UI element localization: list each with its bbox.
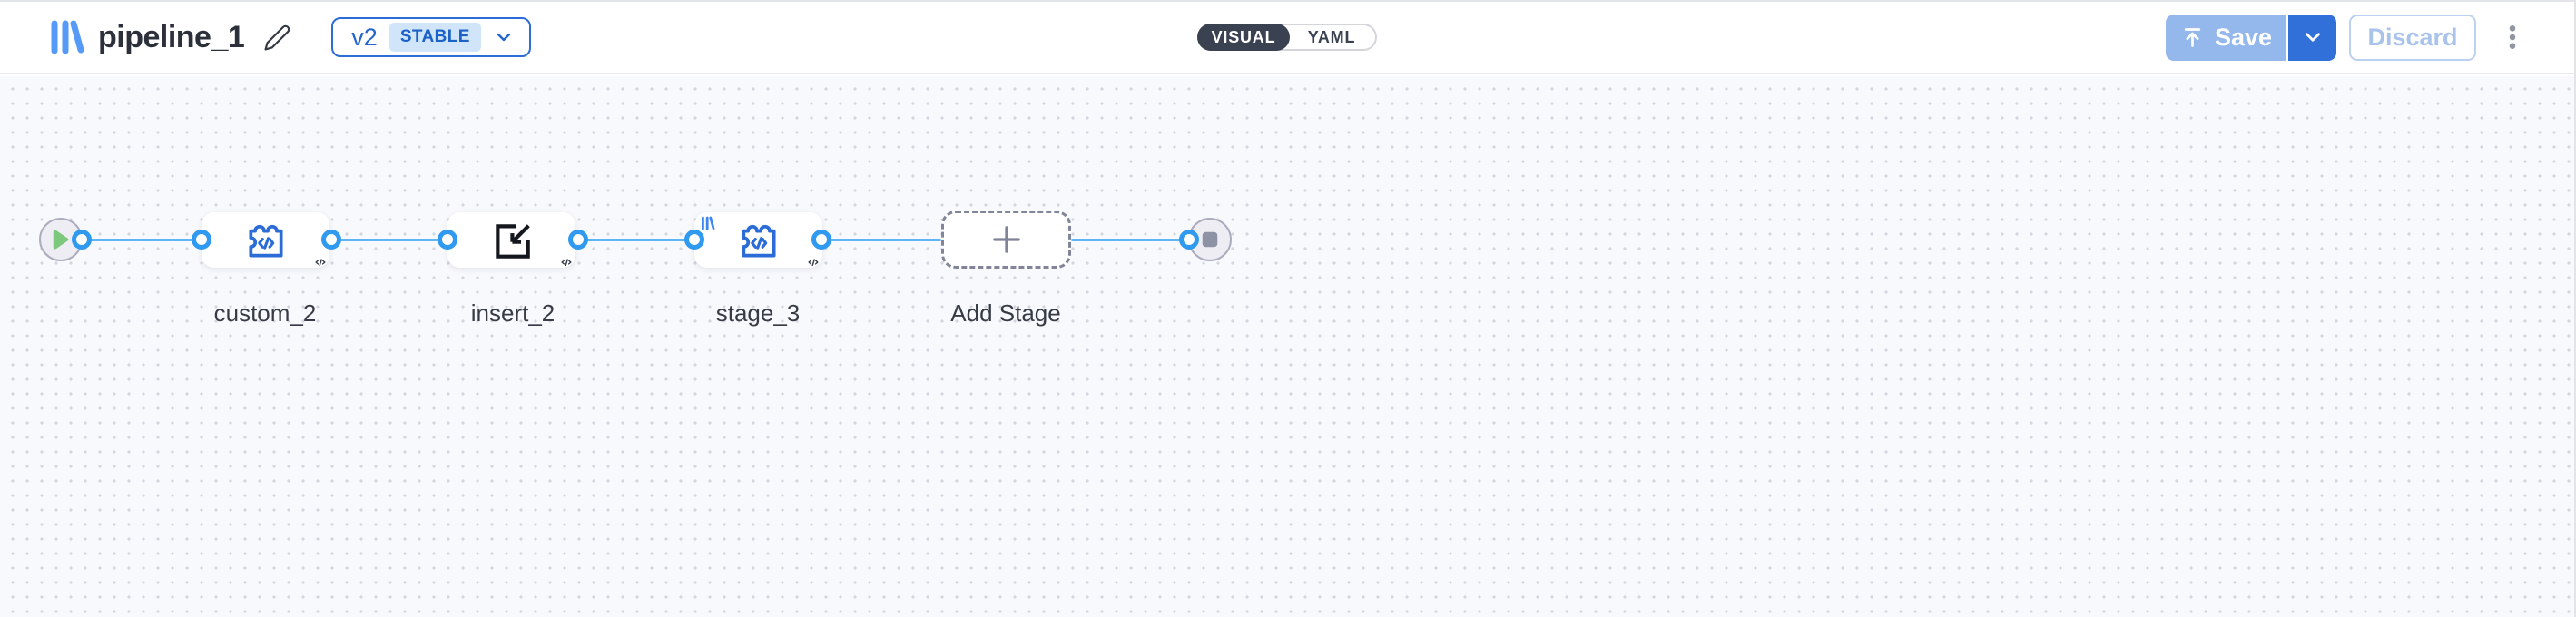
library-badge-icon bbox=[702, 216, 715, 230]
port-custom2-out[interactable] bbox=[321, 230, 341, 250]
version-selector[interactable]: v2 STABLE bbox=[331, 17, 531, 57]
stage-node-insert-2[interactable] bbox=[447, 212, 575, 268]
port-insert2-in[interactable] bbox=[438, 230, 457, 250]
chevron-down-icon bbox=[497, 33, 511, 42]
port-stage3-out[interactable] bbox=[811, 230, 831, 250]
more-options-button[interactable] bbox=[2492, 15, 2532, 61]
pipeline-canvas[interactable]: custom_2 insert_2 stage_3 Add Stage bbox=[0, 76, 2574, 617]
save-options-button[interactable] bbox=[2286, 14, 2336, 61]
edge-custom2-insert2 bbox=[331, 239, 447, 241]
stage-label-insert-2: insert_2 bbox=[470, 299, 556, 327]
upload-icon bbox=[2184, 27, 2201, 47]
code-icon bbox=[808, 259, 819, 267]
code-icon bbox=[315, 259, 326, 267]
save-button[interactable]: Save bbox=[2166, 14, 2286, 61]
add-stage-button[interactable] bbox=[941, 211, 1071, 269]
discard-button[interactable]: Discard bbox=[2349, 14, 2476, 61]
edge-start-custom2 bbox=[82, 239, 202, 241]
page-title: pipeline_1 bbox=[98, 19, 245, 54]
stage-node-custom-2[interactable] bbox=[202, 212, 329, 268]
stop-icon bbox=[1202, 231, 1218, 248]
header-left: pipeline_1 v2 STABLE bbox=[49, 17, 531, 57]
stage-label-custom-2: custom_2 bbox=[213, 299, 317, 327]
stage-node-stage-3[interactable] bbox=[694, 212, 822, 268]
code-icon bbox=[561, 259, 572, 267]
puzzle-code-icon bbox=[248, 224, 283, 258]
version-status-badge: STABLE bbox=[388, 23, 481, 52]
port-stage3-in[interactable] bbox=[684, 230, 704, 250]
port-start-out[interactable] bbox=[72, 230, 92, 250]
save-split-button: Save bbox=[2166, 14, 2336, 61]
header: pipeline_1 v2 STABLE VISUAL YAML bbox=[0, 2, 2574, 74]
play-icon bbox=[53, 230, 69, 250]
version-label: v2 bbox=[351, 23, 378, 51]
view-toggle-pill: VISUAL YAML bbox=[1197, 24, 1377, 51]
edge-insert2-stage3 bbox=[578, 239, 694, 241]
stage-label-add-stage: Add Stage bbox=[950, 299, 1061, 327]
tab-yaml[interactable]: YAML bbox=[1288, 25, 1375, 49]
port-insert2-out[interactable] bbox=[568, 230, 588, 250]
port-end-in[interactable] bbox=[1179, 230, 1199, 250]
edge-addstage-end bbox=[1071, 239, 1189, 241]
port-custom2-in[interactable] bbox=[192, 230, 211, 250]
edge-stage3-addstage bbox=[821, 239, 941, 241]
tab-visual[interactable]: VISUAL bbox=[1197, 24, 1290, 51]
plus-icon bbox=[992, 226, 1020, 253]
header-actions: Save Discard bbox=[2166, 14, 2532, 61]
library-logo-icon bbox=[51, 20, 84, 54]
stage-label-stage-3: stage_3 bbox=[715, 299, 801, 327]
pencil-icon bbox=[264, 24, 290, 51]
kebab-menu-icon bbox=[2509, 25, 2516, 49]
chevron-down-icon bbox=[2305, 33, 2320, 42]
view-mode-toggle: VISUAL YAML bbox=[1197, 24, 1377, 51]
save-button-label: Save bbox=[2214, 23, 2273, 51]
edit-title-button[interactable] bbox=[259, 19, 295, 55]
insert-into-square-icon bbox=[495, 223, 530, 259]
puzzle-code-icon bbox=[741, 224, 776, 258]
